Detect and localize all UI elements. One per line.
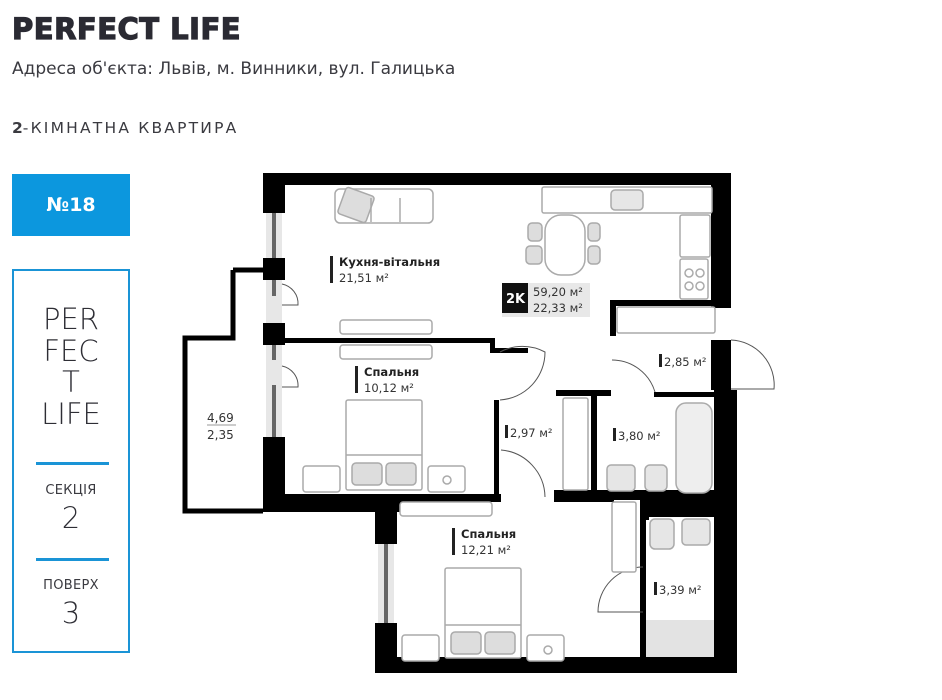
nightstand	[401, 634, 440, 662]
washbasin	[606, 464, 636, 492]
room-area: 3,39 м²	[659, 583, 702, 597]
bathtub	[675, 402, 713, 494]
section-value: 2	[61, 501, 81, 535]
balcony-area-2: 2,35	[207, 428, 234, 442]
shower-tray	[646, 620, 714, 657]
object-address: Адреса об'єкта: Львів, м. Винники, вул. …	[12, 59, 456, 79]
room-name: Спальня	[364, 365, 419, 379]
section-label: СЕКЦІЯ	[45, 483, 97, 498]
apartment-number-badge: №18	[12, 174, 130, 236]
balcony-outline	[182, 267, 263, 514]
vertical-logo: PER FEC T LIFE	[14, 302, 128, 431]
divider	[36, 558, 109, 561]
tv-unit	[339, 319, 433, 335]
tv-unit	[339, 344, 433, 360]
floor-label: ПОВЕРХ	[43, 578, 99, 593]
logo-line: FEC	[43, 333, 99, 368]
living-area: 22,33 м²	[533, 301, 583, 315]
room-name: Спальня	[461, 527, 516, 541]
room-area: 21,51 м²	[339, 271, 389, 285]
walls	[263, 173, 737, 673]
room-area: 2,85 м²	[664, 355, 707, 369]
fridge	[679, 214, 711, 258]
brand-title: PERFECT LIFE	[11, 11, 242, 46]
room-area: 12,21 м²	[461, 543, 511, 557]
tv-unit	[399, 501, 493, 517]
logo-line: T	[62, 365, 80, 399]
furniture	[302, 186, 716, 662]
door-swings	[281, 283, 775, 613]
washbasin	[681, 518, 711, 546]
room-name: Кухня-вітальня	[339, 255, 440, 269]
wardrobe	[562, 397, 589, 491]
balcony-area-1: 4,69	[207, 411, 234, 425]
toilet	[644, 464, 668, 492]
apartment-type: 2-КІМНАТНА КВАРТИРА	[12, 119, 238, 137]
info-panel: PER FEC T LIFE СЕКЦІЯ 2 ПОВЕРХ 3	[12, 269, 130, 653]
toilet	[649, 518, 675, 550]
area-summary: 2K 59,20 м² 22,33 м²	[502, 283, 590, 317]
divider	[36, 462, 109, 465]
room-area: 10,12 м²	[364, 381, 414, 395]
room-labels: Кухня-вітальня 21,51 м² Спальня 10,12 м²…	[207, 255, 707, 597]
apartment-type-label: -КІМНАТНА КВАРТИРА	[22, 119, 239, 137]
sink	[610, 189, 644, 211]
rooms-count: 2	[12, 119, 23, 137]
wardrobe	[616, 306, 716, 334]
nightstand	[302, 465, 341, 493]
total-area: 59,20 м²	[533, 285, 583, 299]
wardrobe	[611, 501, 637, 573]
windows	[266, 213, 394, 623]
dining-table	[544, 214, 586, 276]
room-area: 3,80 м²	[618, 429, 661, 443]
room-area: 2,97 м²	[510, 426, 553, 440]
stove	[679, 258, 709, 300]
apartment-type-badge: 2K	[506, 292, 526, 307]
logo-line: PER	[43, 302, 99, 336]
logo-line: LIFE	[41, 396, 101, 431]
floor-value: 3	[61, 596, 81, 630]
